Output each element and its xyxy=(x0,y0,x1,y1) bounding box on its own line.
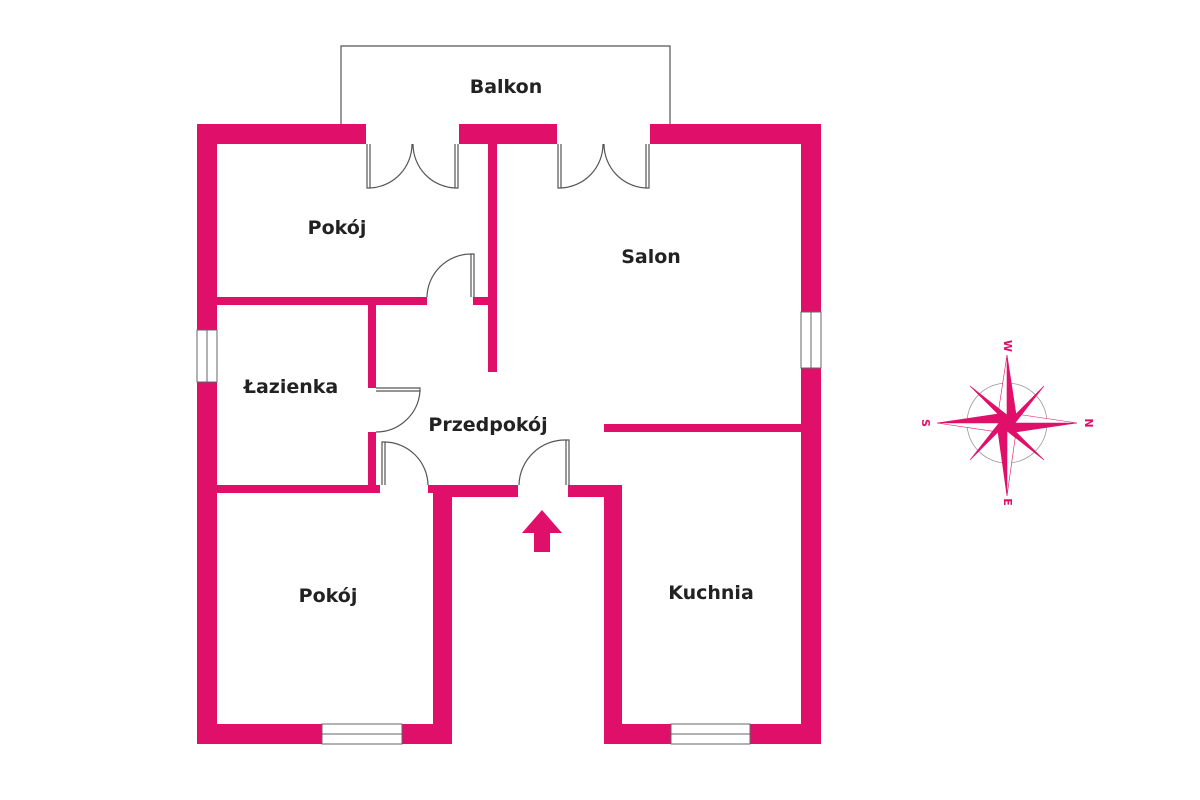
interior-walls xyxy=(217,144,805,493)
windows xyxy=(196,311,822,745)
room-label-salon: Salon xyxy=(621,246,681,268)
compass-label-left: S xyxy=(919,419,932,427)
room-label-kuchnia: Kuchnia xyxy=(668,582,754,604)
room-label-balkon: Balkon xyxy=(470,76,543,98)
balcony-outline xyxy=(340,45,671,124)
compass-label-right: N xyxy=(1082,418,1095,427)
doors xyxy=(366,143,650,486)
arrow-up-icon xyxy=(522,510,562,552)
room-label-lazienka: Łazienka xyxy=(243,376,338,398)
room-label-przedpokoj: Przedpokój xyxy=(428,414,547,436)
compass-label-bottom: E xyxy=(1001,498,1014,506)
room-label-pokoj-bottom: Pokój xyxy=(299,585,358,607)
compass-label-top: W xyxy=(1001,340,1014,352)
compass-rose-icon xyxy=(936,354,1078,497)
room-label-pokoj-top: Pokój xyxy=(308,217,367,239)
